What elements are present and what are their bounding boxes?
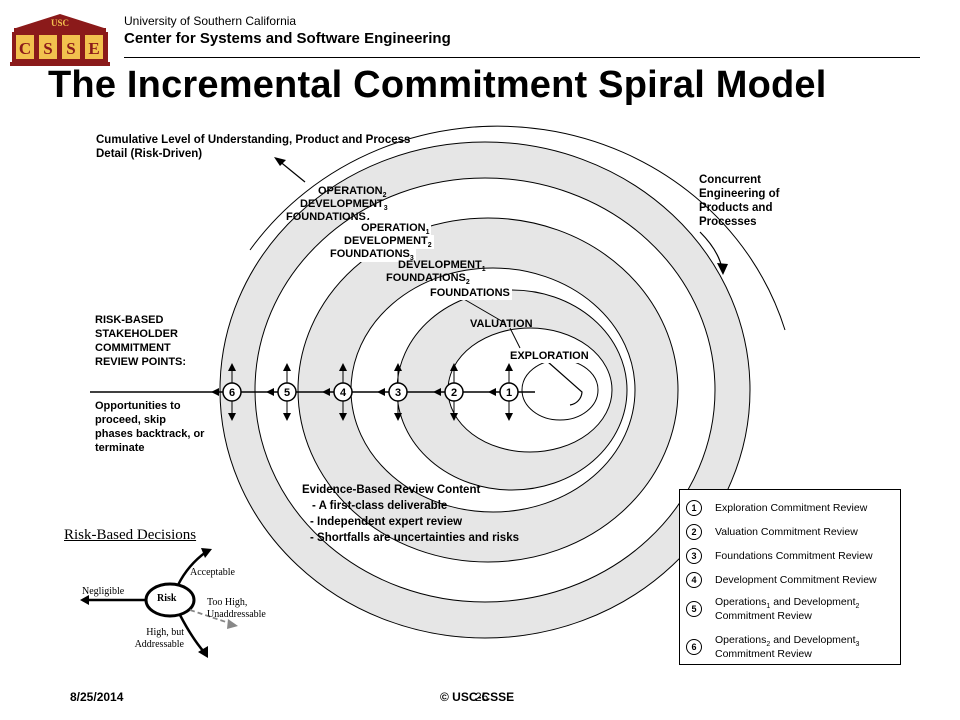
- phase-foundations4: FOUNDATIONS4: [286, 211, 370, 220]
- svg-text:C: C: [19, 39, 31, 58]
- phase-operation1: OPERATION1: [359, 222, 432, 236]
- risk-decisions-graphic: [80, 548, 238, 658]
- phase-valuation: VALUATION: [470, 318, 533, 330]
- acceptable-label: Acceptable: [190, 567, 235, 578]
- phase-foundations: FOUNDATIONS: [428, 287, 512, 300]
- phase-operation2: OPERATION2: [318, 185, 387, 199]
- review-label-3: 3: [395, 387, 401, 399]
- too-high-label: Too High, Unaddressable: [207, 597, 266, 620]
- evidence-item-1: - A first-class deliverable: [312, 500, 448, 512]
- page-title: The Incremental Commitment Spiral Model: [48, 64, 827, 106]
- ring-0: [521, 359, 599, 421]
- review-point-4: [322, 363, 353, 421]
- review-label-5: 5: [284, 387, 290, 399]
- risk-decisions-title: Risk-Based Decisions: [64, 527, 197, 543]
- opportunities-label: Opportunities to proceed, skip phases ba…: [95, 400, 205, 454]
- footer-page-number: 25: [475, 690, 489, 704]
- university-name: University of Southern California: [124, 14, 297, 28]
- high-but-label: High, but Addressable: [134, 627, 184, 650]
- review-point-6: [211, 363, 242, 421]
- svg-text:USC: USC: [51, 18, 69, 28]
- svg-text:E: E: [88, 39, 99, 58]
- review-label-1: 1: [506, 387, 512, 399]
- evidence-content: Evidence-Based Review Content - A first-…: [302, 482, 519, 546]
- cumulative-arrow: [277, 159, 306, 183]
- negligible-label: Negligible: [82, 586, 125, 597]
- concurrent-label: Concurrent Engineering of Products and P…: [699, 174, 780, 228]
- header-divider: [124, 57, 920, 58]
- center-name: Center for Systems and Software Engineer…: [124, 30, 451, 47]
- svg-text:S: S: [66, 39, 75, 58]
- spiral-start: [547, 361, 583, 406]
- review-point-2: [433, 363, 464, 421]
- phase-foundations2: FOUNDATIONS2: [386, 272, 470, 286]
- phase-development2: DEVELOPMENT2: [342, 235, 434, 249]
- outer-arc: [249, 125, 786, 331]
- risk-based-label: RISK-BASED STAKEHOLDER COMMITMENT REVIEW…: [95, 314, 187, 368]
- phase-development1: DEVELOPMENT1: [398, 259, 486, 273]
- cumulative-label: Cumulative Level of Understanding, Produ…: [96, 134, 411, 160]
- review-point-1: [488, 363, 519, 421]
- evidence-title: Evidence-Based Review Content: [302, 484, 481, 496]
- valuation-pointer: [461, 297, 506, 324]
- review-label-4: 4: [340, 387, 347, 399]
- exploration-pointer: [509, 327, 521, 349]
- footer-date: 8/25/2014: [70, 690, 124, 704]
- review-point-3: [377, 363, 408, 421]
- review-label-6: 6: [229, 387, 235, 399]
- evidence-item-3: - Shortfalls are uncertainties and risks: [310, 532, 519, 544]
- review-point-5: [266, 363, 297, 421]
- svg-text:S: S: [43, 39, 52, 58]
- risk-center-label: Risk: [157, 593, 177, 604]
- review-label-2: 2: [451, 387, 457, 399]
- phase-foundations3: FOUNDATIONS3: [328, 248, 416, 262]
- footer-copyright: © USC-CSSE: [440, 690, 515, 704]
- phase-development3: DEVELOPMENT3: [300, 198, 388, 212]
- evidence-item-2: - Independent expert review: [310, 516, 463, 528]
- usc-csse-logo: USC C S S E: [10, 14, 110, 66]
- phase-exploration: EXPLORATION: [508, 350, 591, 363]
